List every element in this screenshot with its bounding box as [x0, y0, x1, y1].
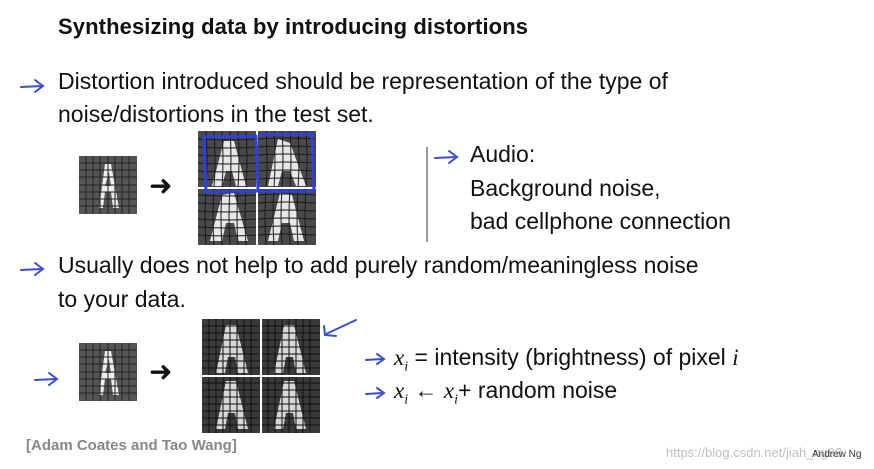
formula2-sub: i: [404, 392, 409, 408]
handwritten-arrow-icon: [20, 262, 45, 276]
letter-a-image: [79, 343, 137, 401]
audio-line1: Background noise,: [470, 175, 661, 201]
slide-title: Synthesizing data by introducing distort…: [58, 14, 529, 39]
handwritten-pointer-icon: [323, 319, 357, 337]
noisy-images-grid: [202, 319, 320, 433]
bullet2-line1: Usually does not help to add purely rand…: [58, 252, 699, 278]
handwritten-arrow-icon: [365, 387, 386, 399]
formula2-sub2: i: [454, 392, 458, 408]
bullet1-line2: noise/distortions in the test set.: [58, 101, 374, 127]
audio-line2: bad cellphone connection: [470, 208, 731, 234]
formula2-arrow: ←: [414, 377, 438, 403]
formula-var: x: [394, 345, 405, 370]
formula2-plus: +: [458, 377, 472, 403]
formula-noise: xi ← xi+ random noise: [394, 375, 617, 416]
bullet1-line1: Distortion introduced should be represen…: [58, 68, 668, 94]
right-arrow-icon: ➜: [149, 356, 173, 387]
handwritten-arrow-icon: [365, 353, 386, 365]
distorted-images-grid: [198, 131, 316, 245]
watermark: https://blog.csdn.net/jiah_ng93: [666, 445, 843, 460]
handwritten-arrow-icon: [20, 79, 45, 93]
right-arrow-icon: ➜: [149, 170, 173, 201]
vertical-divider: [426, 147, 428, 242]
formula2-var: x: [394, 378, 405, 403]
formula-idx: i: [732, 345, 739, 370]
formula2-var2: x: [443, 378, 455, 403]
formula-sub: i: [404, 359, 409, 375]
reference-citation: [Adam Coates and Tao Wang]: [26, 437, 237, 454]
author-signature: Andrew Ng: [812, 449, 862, 460]
handwritten-arrow-icon: [434, 150, 459, 164]
handwritten-arrow-icon: [34, 372, 59, 386]
formula-intensity: xi = intensity (brightness) of pixel i: [394, 342, 739, 383]
formula-eq: =: [414, 344, 428, 370]
formula2-text: random noise: [477, 377, 618, 403]
bullet2-line2: to your data.: [58, 286, 186, 312]
formula-text: intensity (brightness) of pixel: [434, 344, 726, 370]
letter-a-image: [79, 156, 137, 214]
audio-label: Audio:: [470, 141, 536, 167]
